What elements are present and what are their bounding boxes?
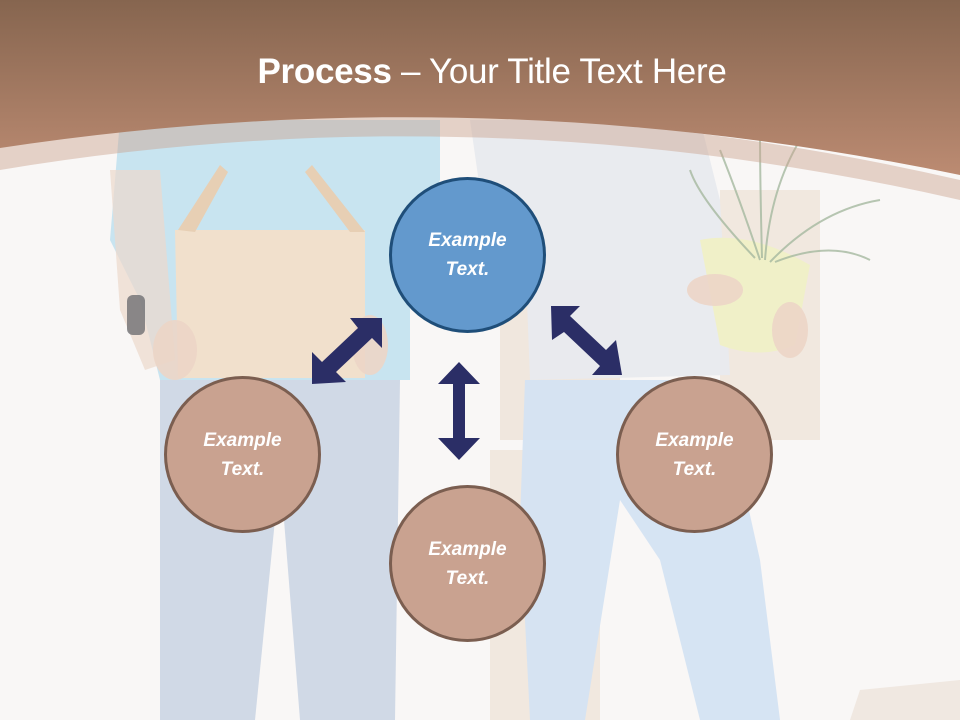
left-node-line1: Example	[203, 429, 282, 451]
right-node-line1: Example	[655, 429, 734, 451]
right-node[interactable]: Example Text.	[616, 376, 773, 533]
center-node-line2: Text.	[445, 259, 490, 280]
header-band	[0, 0, 960, 200]
left-node[interactable]: Example Text.	[164, 376, 321, 533]
title-bold: Process	[257, 52, 392, 91]
slide-title: Process – Your Title Text Here	[0, 52, 960, 92]
bottom-node-line1: Example	[428, 538, 507, 560]
title-rest: – Your Title Text Here	[391, 52, 727, 91]
left-node-text: Example Text.	[203, 426, 281, 484]
bottom-node-line2: Text.	[445, 567, 490, 589]
center-node-line1: Example	[428, 230, 507, 251]
bottom-node-text: Example Text.	[428, 535, 506, 593]
bottom-node[interactable]: Example Text.	[389, 485, 546, 642]
right-node-text: Example Text.	[655, 426, 733, 484]
center-node[interactable]: Example Text.	[389, 177, 546, 333]
right-node-line2: Text.	[672, 458, 717, 480]
center-node-text: Example Text.	[428, 226, 506, 284]
left-node-line2: Text.	[220, 458, 265, 480]
